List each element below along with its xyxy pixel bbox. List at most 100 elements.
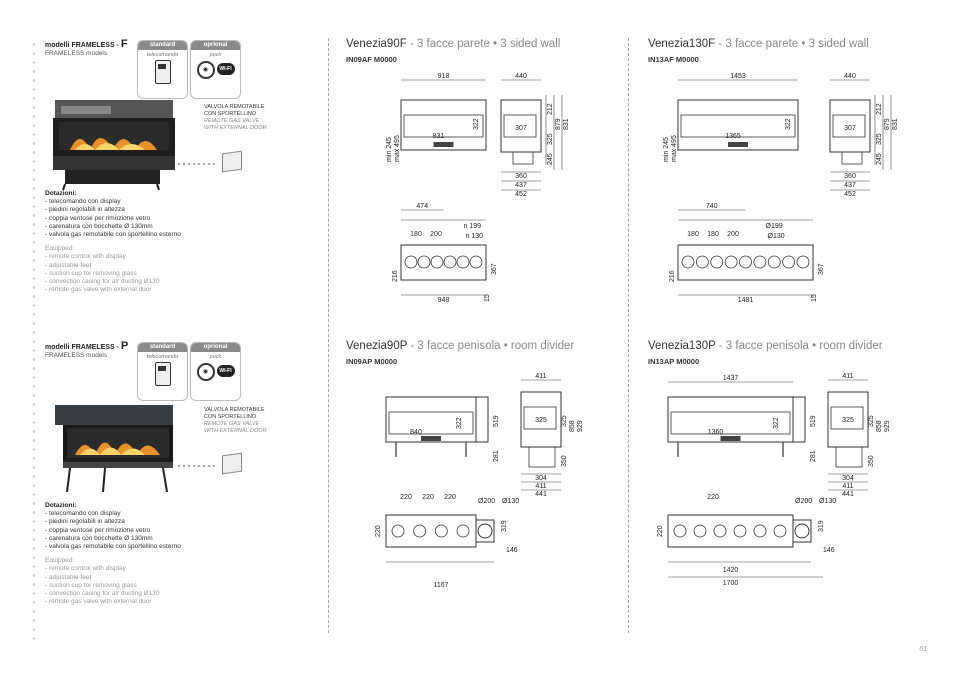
dimension-label: 519 <box>493 415 500 427</box>
dimension-label: 367 <box>491 263 498 275</box>
dimension-label: 325 <box>535 417 547 424</box>
dimension-label: Ø200 <box>795 498 812 505</box>
dimension-label: n 199 <box>464 223 482 230</box>
fireplace-photo <box>53 100 175 191</box>
dimension-label: 245 <box>876 153 883 165</box>
column-divider <box>328 38 329 633</box>
dimension-label: 307 <box>844 125 856 132</box>
remote-control-icon <box>154 362 171 386</box>
dimension-label: 360 <box>515 173 527 180</box>
equipment-item-en: - suction cup for removing glass <box>45 581 137 589</box>
dimension-label: 212 <box>876 103 883 115</box>
wifi-icon: WI-FI <box>216 63 235 75</box>
model-subtitle: FRAMELESS models <box>45 352 108 359</box>
dimension-label: 350 <box>868 455 875 467</box>
dimension-label: 281 <box>810 450 817 462</box>
equipment-item-en: - remote control with display <box>45 565 126 573</box>
dimension-label: 146 <box>506 547 518 554</box>
dimension-label: 322 <box>456 417 463 429</box>
puck-icon: ◉ <box>196 61 215 79</box>
dimension-label: 360 <box>844 173 856 180</box>
equipment-item: - carenatura con bocchette Ø 130mm <box>45 222 153 230</box>
dimension-label: 411 <box>535 373 546 380</box>
equipment-item-en: - convection casing for air ducting Ø130 <box>45 278 160 286</box>
dimension-label: 831 <box>892 118 899 130</box>
dimension-label: Ø130 <box>502 498 519 505</box>
dimension-label: Ø200 <box>478 498 495 505</box>
dimension-label: 918 <box>438 73 450 80</box>
dimension-label: 1481 <box>738 297 754 304</box>
dimension-label: 180 <box>687 231 699 238</box>
dimension-label: 452 <box>515 191 527 198</box>
dimension-label: 216 <box>392 270 399 282</box>
dimension-label: 441 <box>535 491 547 498</box>
dimension-label: 452 <box>844 191 856 198</box>
dimension-label: 281 <box>493 450 500 462</box>
external-door-icon <box>222 452 242 475</box>
dimension-label: 200 <box>727 231 739 238</box>
dimension-label: 441 <box>842 491 854 498</box>
dimension-label: 411 <box>842 483 853 490</box>
dimension-label: 1167 <box>433 582 448 589</box>
dimension-label: max 495 <box>671 135 678 162</box>
product-title: Venezia90P - 3 facce penisola • room div… <box>346 340 575 352</box>
dimension-label: 1365 <box>725 133 741 140</box>
dimension-label: 325 <box>561 415 568 427</box>
dimension-label: min 245 <box>663 137 670 162</box>
dimension-label: 350 <box>561 455 568 467</box>
equipment-item: - piedini regolabili in altezza <box>45 518 125 526</box>
dimension-label: min 245 <box>386 137 393 162</box>
equipment-item-en: - remote gas valve with external door <box>45 598 152 606</box>
dimension-label: Ø130 <box>768 233 785 240</box>
dimension-label: 1437 <box>723 375 739 382</box>
equipment-item: - telecomando con display <box>45 198 121 206</box>
dimension-label: 740 <box>706 203 718 210</box>
dimension-label: Ø130 <box>819 498 836 505</box>
model-title: modelli FRAMELESS - F <box>45 38 128 50</box>
dimension-label: 15 <box>811 294 818 302</box>
dimension-label: n 130 <box>466 233 484 240</box>
dimension-label: 437 <box>515 182 527 189</box>
equipment-item: - piedini regolabili in altezza <box>45 206 125 214</box>
dimension-label: 220 <box>707 494 719 501</box>
dimension-label: 325 <box>547 133 554 145</box>
dimension-label: 929 <box>577 420 584 432</box>
dimension-label: 411 <box>842 373 853 380</box>
dimension-label: 220 <box>422 494 434 501</box>
dimension-label: 929 <box>884 420 891 432</box>
dimension-label: 200 <box>430 231 442 238</box>
equipment-item: - valvola gas remotabile con sportellino… <box>45 543 181 551</box>
dimension-label: 367 <box>818 263 825 275</box>
dimension-label: 180 <box>410 231 422 238</box>
dimension-label: 15 <box>484 294 491 302</box>
product-title: Venezia130F - 3 facce parete • 3 sided w… <box>648 38 869 50</box>
equipment-item-en: - adjustable feet <box>45 573 92 581</box>
dimension-label: 220 <box>375 525 382 537</box>
fireplace-photo <box>55 405 173 493</box>
dimension-label: 1420 <box>723 567 739 574</box>
dimension-label: 858 <box>876 420 883 432</box>
model-block: modelli FRAMELESS - F FRAMELESS models s… <box>0 38 330 340</box>
valve-connector <box>178 163 218 165</box>
dimension-label: 220 <box>444 494 456 501</box>
dimension-label: 840 <box>410 429 422 436</box>
dimension-label: 948 <box>438 297 450 304</box>
model-subtitle: FRAMELESS models <box>45 50 108 57</box>
dimension-label: 879 <box>884 118 891 130</box>
equipment-item-en: - suction cup for removing glass <box>45 269 137 277</box>
dimension-label: 304 <box>842 475 854 482</box>
dimension-label: 437 <box>844 182 856 189</box>
wifi-icon: WI-FI <box>216 365 235 377</box>
equipment-list: Dotazioni: - telecomando con display- pi… <box>45 502 181 606</box>
standard-badge: standard telecomando <box>137 342 188 401</box>
dimension-label: 220 <box>400 494 412 501</box>
dimension-label: 474 <box>416 203 428 210</box>
equipment-item-en: - convection casing for air ducting Ø130 <box>45 590 160 598</box>
dimension-label: 304 <box>535 475 547 482</box>
dimension-label: 245 <box>547 153 554 165</box>
